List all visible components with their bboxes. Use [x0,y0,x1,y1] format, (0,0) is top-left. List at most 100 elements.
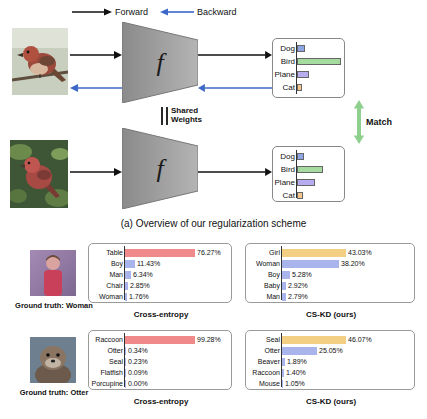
otter-photo [30,337,76,383]
connector-line [204,87,272,89]
class-label: Woman [246,259,280,269]
probability-value: 2.85% [130,281,150,291]
probability-bar [297,58,341,65]
arrow-head [354,100,364,109]
bird-leg [39,74,40,78]
otter-eye [56,353,60,357]
class-label: Dog [273,152,295,161]
prediction-chart: DogBirdPlaneCat [272,38,345,98]
probability-bar [282,347,317,355]
probability-value: 43.03% [348,248,372,258]
class-label: Girl [246,248,280,258]
probability-bar [282,260,339,268]
probability-value: 38.20% [341,259,365,269]
arrow-head [265,168,272,176]
probability-value: 25.05% [319,346,343,356]
probability-value: 76.27% [197,248,221,258]
probability-bar [125,260,135,268]
figure-caption: (a) Overview of our regularization schem… [0,218,427,230]
probability-bar [297,71,309,78]
probability-bar [282,369,284,377]
class-label: Otter [246,346,280,356]
probability-value: 11.43% [137,259,160,269]
backward-arrow [77,87,122,89]
arrow-head [114,168,122,176]
edge-label: Match [366,116,392,128]
class-label: Dog [273,44,295,53]
probability-bar [297,166,323,173]
connector-line [198,54,266,56]
class-label: Cat [273,191,295,200]
class-label: Man [246,292,280,302]
trapezoid-body [122,22,198,103]
photo-sky [12,28,68,48]
ground-truth-label: Ground truth: Otter [6,388,102,397]
leaf [10,144,32,160]
class-label: Cat [273,83,295,92]
bird-beak [19,164,25,168]
class-label: Man [89,270,123,280]
leaf [45,189,68,207]
probability-bar [297,153,304,160]
probability-value: 0.09% [128,368,148,378]
probability-value: 0.23% [128,357,148,367]
class-label: Table [89,248,123,258]
class-label: Porcupine [89,379,123,389]
probability-value: 5.28% [292,270,312,280]
probability-bar [297,179,315,186]
probability-value: 2.79% [288,292,308,302]
class-label: Plane [273,70,295,79]
otter-head [40,346,66,370]
probability-bar [125,336,195,344]
probability-bar [282,380,283,388]
connector [198,51,272,59]
bird-head [24,157,40,173]
legend-sample-line [72,11,106,13]
probability-bar [125,380,126,388]
method-heading: Cross-entropy [89,310,233,320]
prediction-box: Seal46.07%Otter25.05%Beaver1.89%Raccoon1… [245,330,415,390]
class-label: Bird [273,57,295,66]
person-hair [46,255,60,261]
arrow-head [114,51,122,59]
probability-bar [282,282,286,290]
arrow-head [265,51,272,59]
probability-bar [125,358,126,366]
arrow-head [354,135,364,144]
probability-value: 99.28% [197,335,221,345]
class-label: Raccoon [246,368,280,378]
method-heading: CS-KD (ours) [246,397,416,407]
probability-value: 0.00% [128,379,148,389]
class-label: Seal [246,335,280,345]
class-label: Woman [89,292,123,302]
class-label: Beaver [246,357,280,367]
probability-value: 1.40% [286,368,306,378]
probability-bar [282,293,286,301]
forward-arrow [70,54,115,56]
shared-weights-mark [161,107,163,125]
class-label: Bird [273,165,295,174]
class-label: Flatfish [89,368,123,378]
probability-bar [297,192,303,199]
shared-weights-mark [166,107,168,125]
connector [198,168,272,176]
probability-bar [125,293,127,301]
photo-background [30,250,76,296]
class-label: Boy [89,259,123,269]
class-label: Chair [89,281,123,291]
function-symbol: f [122,22,198,103]
legend-sample-head [160,9,168,16]
bird-photo [10,140,68,208]
probability-bar [125,249,195,257]
bird-beak [17,53,23,57]
probability-value: 46.07% [348,335,372,345]
class-label: Seal [89,357,123,367]
probability-bar [125,347,126,355]
class-label: Plane [273,178,295,187]
otter-nose [51,360,55,363]
bird-eye [27,51,30,54]
method-heading: CS-KD (ours) [246,310,416,320]
function-symbol: f [122,128,198,209]
